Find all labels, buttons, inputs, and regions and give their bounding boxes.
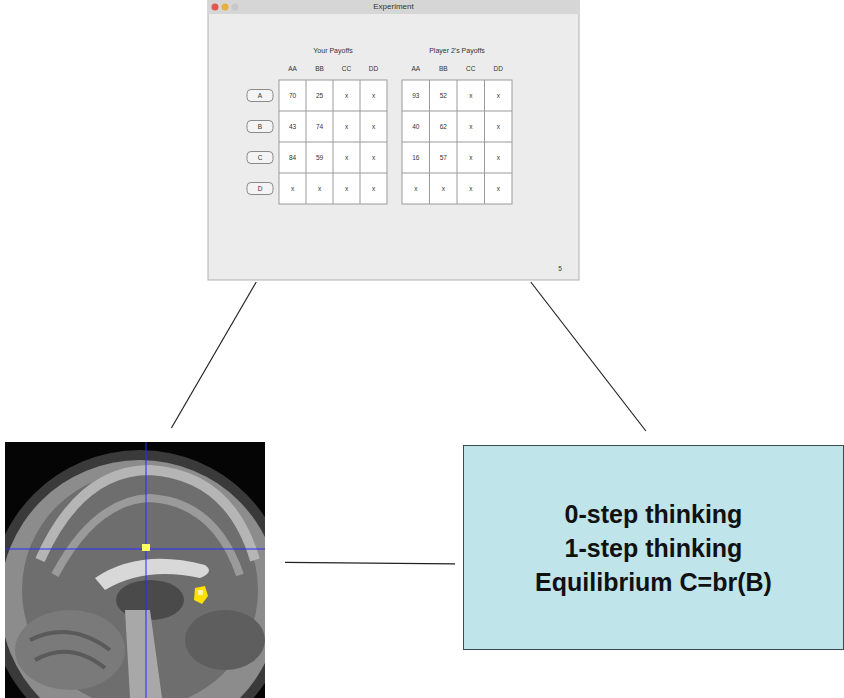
- column-header: CC: [457, 62, 485, 74]
- table-cell: x: [306, 173, 333, 204]
- table-cell: 52: [430, 80, 458, 111]
- table-cell: 59: [306, 142, 333, 173]
- connector-line: [285, 562, 455, 564]
- round-number: 5: [552, 262, 568, 274]
- table-cell: x: [333, 80, 360, 111]
- choice-button: B: [247, 121, 273, 133]
- table-cell: 43: [279, 111, 306, 142]
- table-cell: x: [457, 111, 485, 142]
- column-header: AA: [279, 62, 306, 74]
- column-header: AA: [402, 62, 430, 74]
- table-cell: 57: [430, 142, 458, 173]
- choice-button: C: [247, 152, 273, 164]
- table-cell: x: [430, 173, 458, 204]
- column-header: BB: [430, 62, 458, 74]
- table-cell: x: [333, 111, 360, 142]
- table-cell: x: [457, 173, 485, 204]
- table-cell: x: [402, 173, 430, 204]
- column-header: DD: [485, 62, 513, 74]
- table-title: Player 2's Payoffs: [382, 44, 532, 56]
- model-box: 0-step thinking1-step thinkingEquilibriu…: [463, 445, 844, 650]
- column-header: BB: [306, 62, 333, 74]
- table-title: Your Payoffs: [259, 44, 407, 56]
- table-cell: x: [360, 111, 387, 142]
- table-cell: x: [333, 142, 360, 173]
- connector-line: [531, 282, 646, 431]
- table-cell: 84: [279, 142, 306, 173]
- table-cell: 62: [430, 111, 458, 142]
- table-cell: 16: [402, 142, 430, 173]
- table-cell: 70: [279, 80, 306, 111]
- table-cell: x: [360, 80, 387, 111]
- table-cell: 93: [402, 80, 430, 111]
- choice-button: A: [247, 90, 273, 102]
- table-cell: 25: [306, 80, 333, 111]
- table-cell: x: [485, 80, 513, 111]
- table-cell: x: [360, 142, 387, 173]
- table-cell: x: [457, 80, 485, 111]
- table-cell: 74: [306, 111, 333, 142]
- app-window: Experiment: [208, 0, 579, 280]
- table-cell: x: [485, 111, 513, 142]
- table-cell: x: [485, 173, 513, 204]
- model-line: 0-step thinking: [565, 497, 743, 531]
- choice-button: D: [247, 183, 273, 195]
- column-header: CC: [333, 62, 360, 74]
- table-cell: x: [457, 142, 485, 173]
- table-cell: x: [485, 142, 513, 173]
- table-cell: 40: [402, 111, 430, 142]
- window-title: Experiment: [208, 0, 579, 14]
- table-cell: x: [360, 173, 387, 204]
- column-header: DD: [360, 62, 387, 74]
- model-line: 1-step thinking: [565, 531, 743, 565]
- model-line: Equilibrium C=br(B): [535, 565, 772, 599]
- table-cell: x: [279, 173, 306, 204]
- brain-image: [5, 442, 265, 698]
- connector-line: [171, 282, 256, 428]
- table-cell: x: [333, 173, 360, 204]
